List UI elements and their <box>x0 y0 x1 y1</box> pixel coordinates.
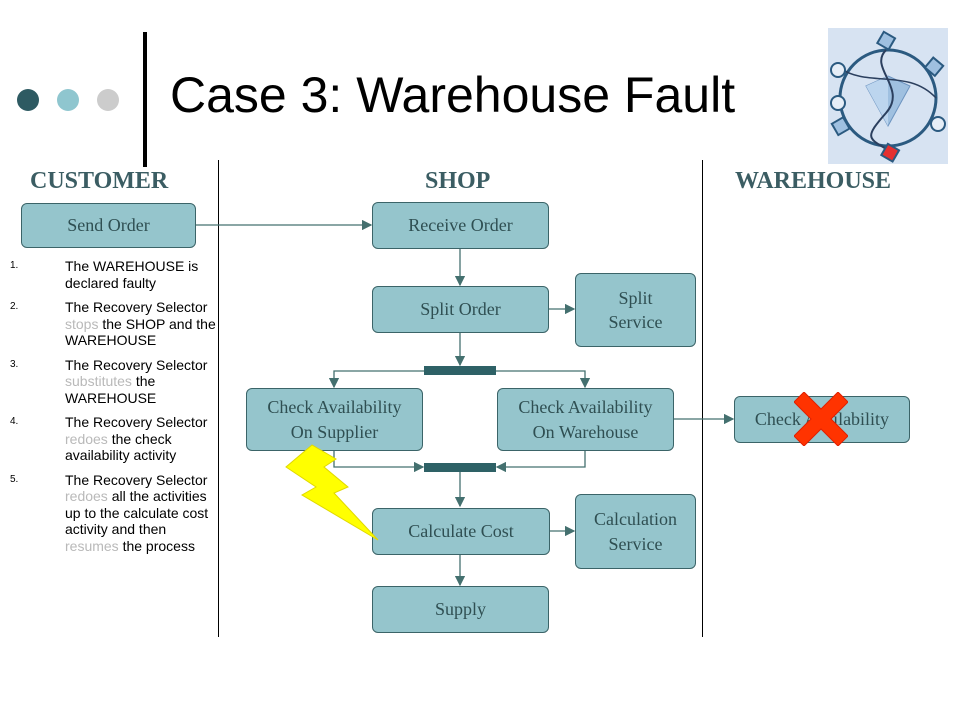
recovery-step-5: 5. The Recovery Selector redoes all the a… <box>8 472 223 555</box>
check-warehouse-line1: Check Availability <box>518 397 653 418</box>
activity-receive-order[interactable]: Receive Order <box>372 202 549 249</box>
recovery-step-text: The Recovery Selector <box>65 299 208 315</box>
lightning-bolt-icon <box>284 443 384 548</box>
activity-calculation-service[interactable]: Calculation Service <box>575 494 696 569</box>
activity-send-order[interactable]: Send Order <box>21 203 196 248</box>
check-supplier-line1: Check Availability <box>267 397 402 418</box>
lane-label-warehouse: WAREHOUSE <box>735 168 892 194</box>
activity-receive-order-label: Receive Order <box>408 215 513 236</box>
recovery-step-text: the SHOP and the WAREHOUSE <box>65 315 216 349</box>
recovery-step-1: 1. The WAREHOUSE is declared faulty <box>8 258 223 291</box>
recovery-step-number: 4. <box>10 416 19 427</box>
calculation-service-line2: Service <box>608 533 663 554</box>
network-diamond-logo <box>828 28 948 164</box>
recovery-step-number: 2. <box>10 301 19 312</box>
activity-check-warehouse[interactable]: Check Availability On Warehouse <box>497 388 674 451</box>
calculation-service-line1: Calculation <box>594 509 677 530</box>
recovery-step-4: 4. The Recovery Selector redoes the check… <box>8 414 223 464</box>
activity-send-order-label: Send Order <box>67 215 150 236</box>
lane-divider-shop-warehouse <box>702 160 703 637</box>
fault-x-icon <box>793 391 849 451</box>
recovery-step-text: The Recovery Selector <box>65 471 208 488</box>
lane-label-customer: CUSTOMER <box>30 168 169 194</box>
arrow-warehouse-to-join <box>495 451 586 473</box>
recovery-step-keyword: redoes <box>65 430 108 447</box>
title-divider <box>143 32 147 167</box>
check-warehouse-line2: On Warehouse <box>532 421 639 442</box>
recovery-step-keyword: substitutes <box>65 373 132 389</box>
activity-check-supplier[interactable]: Check Availability On Supplier <box>246 388 423 451</box>
split-service-line1: Split <box>618 287 653 308</box>
recovery-step-text: The Recovery Selector <box>65 356 208 373</box>
calculate-cost-label: Calculate Cost <box>408 521 514 542</box>
recovery-step-keyword: resumes <box>65 537 119 554</box>
header-dot-mid <box>57 89 79 111</box>
join-bar <box>424 463 496 472</box>
recovery-steps-list: 1. The WAREHOUSE is declared faulty 2. The … <box>8 258 223 562</box>
slide-title: Case 3: Warehouse Fault <box>170 67 736 123</box>
recovery-step-number: 1. <box>10 260 19 271</box>
recovery-step-number: 3. <box>10 358 19 370</box>
recovery-step-text: all the activities up to the calculate c… <box>65 488 209 537</box>
arrow-fork-to-warehouse-check <box>496 370 591 389</box>
recovery-step-2: 2. The Recovery Selector stops the SHOP a… <box>8 299 223 349</box>
check-supplier-line2: On Supplier <box>290 421 379 442</box>
recovery-step-3: 3. The Recovery Selector substitutes the … <box>8 357 223 407</box>
header-dot-light <box>97 89 119 111</box>
recovery-step-keyword: redoes <box>65 488 108 504</box>
lane-label-shop: SHOP <box>425 168 491 194</box>
activity-calculate-cost[interactable]: Calculate Cost <box>372 508 550 555</box>
recovery-step-text: the check availability activity <box>65 430 177 464</box>
recovery-step-number: 5. <box>10 473 19 485</box>
activity-split-order-label: Split Order <box>420 299 501 320</box>
split-service-line2: Service <box>608 312 663 332</box>
recovery-step-text: The WAREHOUSE is declared faulty <box>65 258 199 291</box>
arrow-fork-to-supplier <box>328 370 424 389</box>
activity-split-service[interactable]: Split Service <box>575 273 696 347</box>
activity-split-order[interactable]: Split Order <box>372 286 549 333</box>
recovery-step-keyword: stops <box>65 315 99 332</box>
recovery-step-text: the process <box>118 537 195 554</box>
recovery-step-text: the WAREHOUSE <box>65 373 157 406</box>
activity-supply[interactable]: Supply <box>372 586 549 633</box>
lane-divider-customer-shop <box>218 160 219 637</box>
arrow-supplier-to-join <box>333 451 425 473</box>
header-dot-dark <box>17 89 39 111</box>
recovery-step-text: The Recovery Selector <box>65 414 208 430</box>
fork-bar <box>424 366 496 375</box>
supply-label: Supply <box>434 599 486 620</box>
